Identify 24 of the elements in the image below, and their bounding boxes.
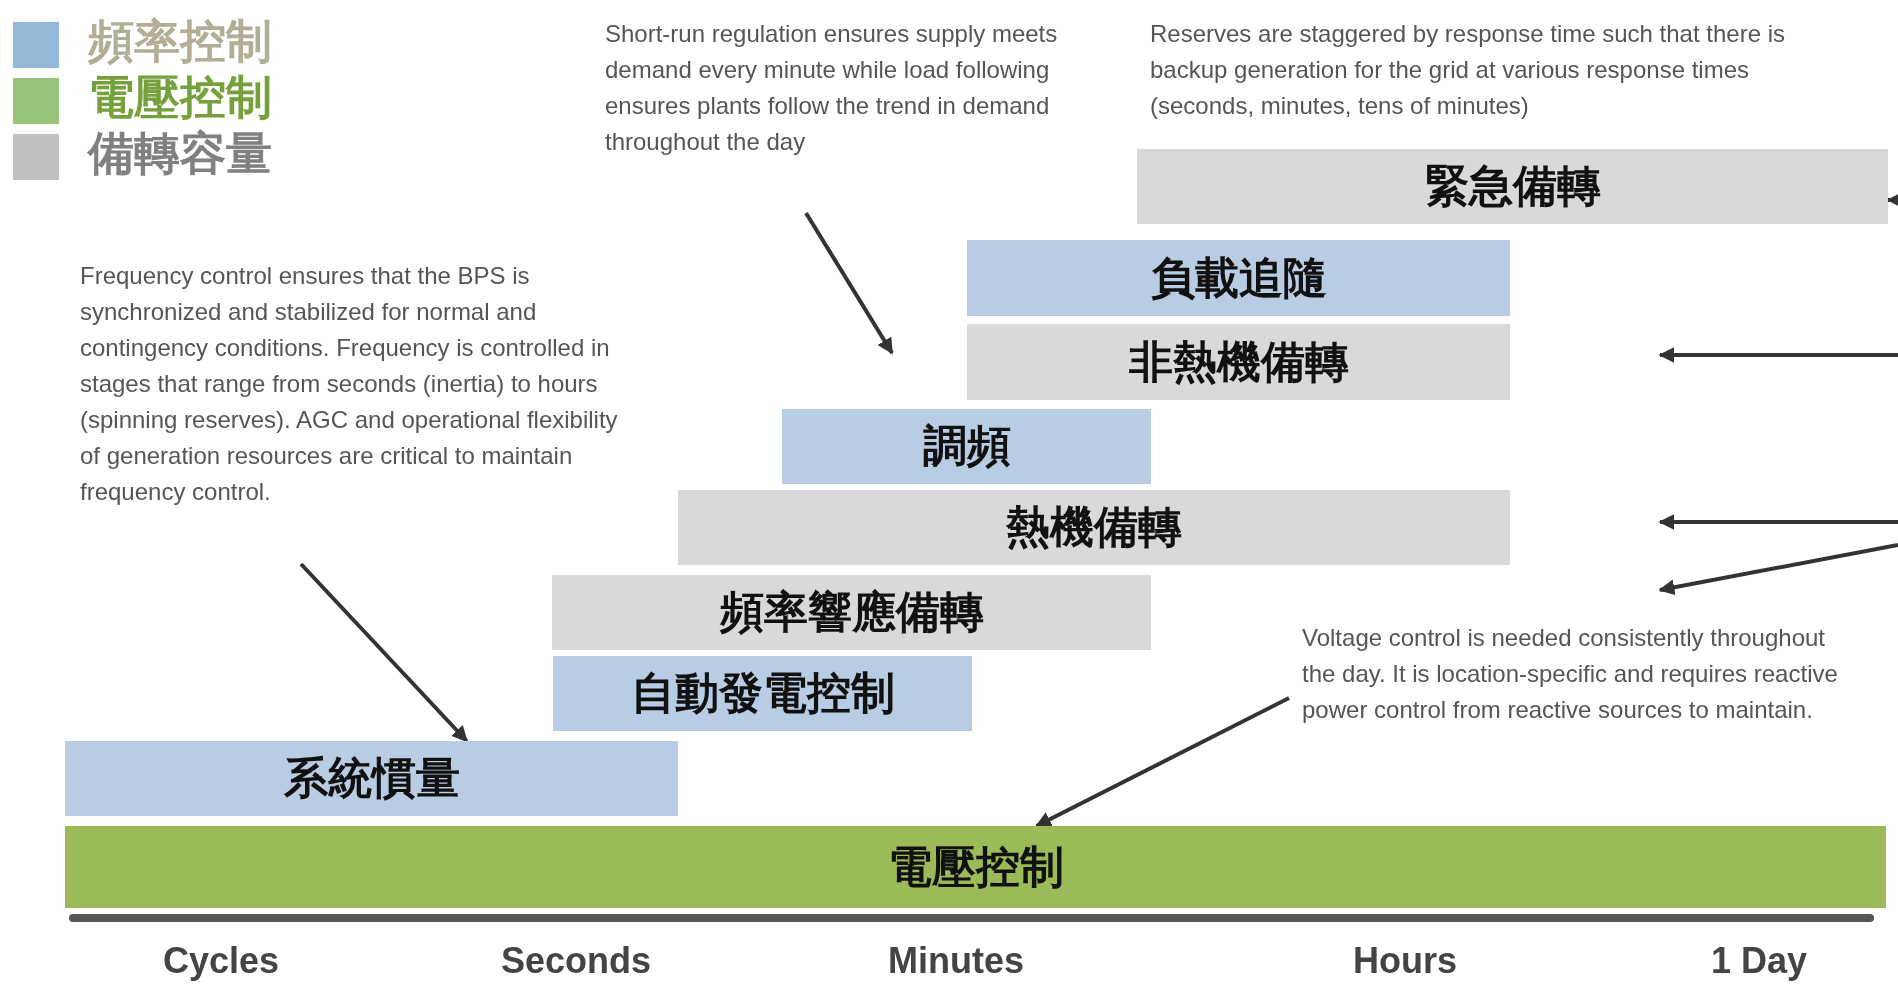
arrow [299, 562, 469, 743]
timescale-bar: 系統慣量 [65, 741, 678, 816]
legend-label: 頻率控制 [88, 14, 272, 68]
timescale-bar: 緊急備轉 [1137, 149, 1888, 224]
legend-label: 備轉容量 [88, 126, 272, 180]
timescale-bar: 電壓控制 [65, 826, 1886, 908]
annotation-text: Frequency control ensures that the BPS is synchronized and stabilized for normal and contingency conditions. Frequency is controlled in stages that range from seconds (inertia) to hours (spinning reserves). AGC and operational flexibility of generation resources are critical to maintain frequency control. [80, 258, 640, 510]
timescale-bar: 頻率響應備轉 [552, 575, 1151, 650]
annotation-text: Reserves are staggered by response time such that there is backup generation for the grid at various response times (seconds, minutes, tens of minutes) [1150, 19, 1786, 121]
arrow [804, 211, 894, 355]
timescale-bar: 自動發電控制 [553, 656, 972, 731]
timescale-bar: 非熱機備轉 [967, 324, 1510, 400]
axis-tick-label: Seconds [501, 940, 651, 982]
legend-label: 電壓控制 [88, 70, 272, 124]
axis-tick-label: 1 Day [1710, 940, 1808, 982]
timescale-bar: 熱機備轉 [678, 490, 1510, 565]
timescale-bar: 負載追隨 [967, 240, 1510, 316]
timescale-bar: 調頻 [782, 409, 1151, 484]
annotation-text: Short-run regulation ensures supply meets demand every minute while load following ensures plants follow the trend in demand throughout the day [605, 16, 1075, 160]
axis-tick-label: Hours [1353, 940, 1457, 982]
arrow [1035, 696, 1290, 828]
annotation-text: Voltage control is needed consistently throughout the day. It is location-specific and requires reactive power control from reactive sources to maintain. [1302, 620, 1862, 728]
axis-tick-label: Minutes [888, 940, 1024, 982]
axis-tick-label: Cycles [162, 940, 280, 982]
